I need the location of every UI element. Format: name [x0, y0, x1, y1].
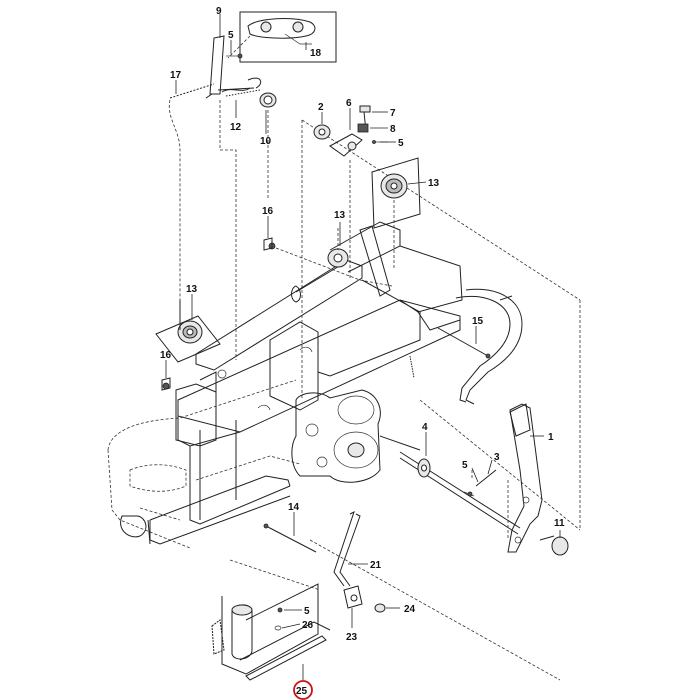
guide-lines-top [219, 100, 581, 400]
callout-5: 5 [398, 138, 404, 149]
callout-21: 21 [370, 560, 382, 571]
pin-14 [263, 523, 317, 553]
callout-9: 9 [216, 6, 222, 17]
callout-18: 18 [310, 48, 322, 59]
callout-12: 12 [230, 122, 242, 133]
rod-25 [245, 635, 327, 681]
washer-24 [374, 603, 386, 613]
callout-26: 26 [302, 620, 314, 631]
cable-17 [168, 83, 255, 300]
lower-pedal-assembly [211, 583, 331, 675]
pulley-13-upper [371, 157, 421, 270]
callout-24: 24 [404, 604, 416, 615]
rod-21 [229, 511, 561, 681]
bracket-23 [343, 585, 363, 609]
guide-lines-right [419, 330, 581, 540]
callout-8: 8 [390, 124, 396, 135]
callout-labels: 9 5 18 17 12 10 2 6 7 8 5 13 16 13 13 16… [160, 6, 565, 697]
callout-16: 16 [262, 206, 274, 217]
cross-shaft [399, 451, 521, 535]
upper-pivot-group [313, 105, 388, 280]
callout-13: 13 [186, 284, 198, 295]
callout-25: 25 [296, 686, 308, 697]
callout-7: 7 [390, 108, 396, 119]
callout-4: 4 [422, 422, 428, 433]
highlight-ring-25 [293, 680, 313, 700]
callout-16: 16 [160, 350, 172, 361]
rod-9 [205, 35, 243, 99]
callout-15: 15 [472, 316, 484, 327]
callout-13: 13 [428, 178, 440, 189]
callout-5: 5 [228, 30, 234, 41]
callout-5: 5 [462, 460, 468, 471]
inset-detail-top [227, 11, 337, 63]
callout-17: 17 [170, 70, 182, 81]
pulley-13-middle [327, 228, 349, 268]
mower-frame [107, 221, 463, 549]
callout-11: 11 [554, 518, 565, 529]
bushing-10 [259, 92, 277, 108]
callout-2: 2 [318, 102, 324, 113]
callout-3: 3 [494, 452, 500, 463]
callout-1: 1 [548, 432, 554, 443]
spring-12 [225, 77, 262, 97]
callout-10: 10 [260, 136, 272, 147]
callout-5: 5 [304, 606, 310, 617]
knob-11 [539, 535, 569, 556]
nut-16 [161, 237, 273, 391]
callout-23: 23 [346, 632, 358, 643]
pulley-13-left [155, 315, 221, 363]
leader-lines [165, 14, 561, 680]
shaft-15 [437, 327, 491, 359]
callout-14: 14 [288, 502, 300, 513]
callout-6: 6 [346, 98, 352, 109]
callout-13: 13 [334, 210, 346, 221]
front-bumper [455, 288, 523, 405]
tension-rod [179, 247, 393, 330]
lever-1 [507, 403, 543, 553]
